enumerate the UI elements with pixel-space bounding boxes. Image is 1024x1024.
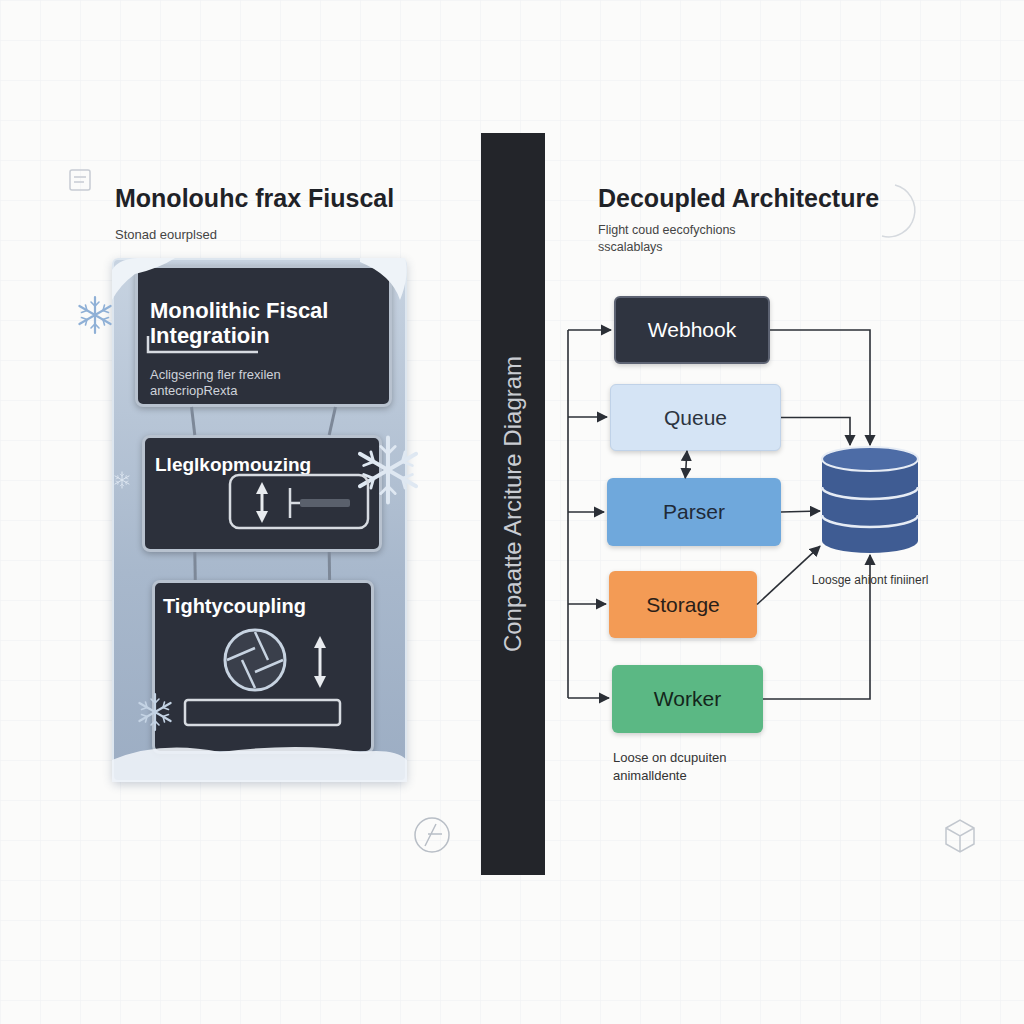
circle-icon [882,185,915,237]
connector [685,451,687,478]
connector [329,407,335,435]
bar-icon [185,700,340,725]
cylinder-outline [820,445,920,555]
node-subtext: Acligsering fler frexilen antecriopRexta [150,367,350,401]
node-title: Webhook [648,318,736,342]
frost [112,258,175,300]
section-subtitle: Flight coud eecofychions sscalablays [598,222,766,256]
cylinder-band [822,515,918,527]
node-title: Monolouhc frax Fiuscal [115,184,394,213]
node-subtext: Stonad eourplsed [115,227,217,242]
process-box: Webhook [614,296,770,364]
connector [781,511,820,512]
note-text: Loose on dcupuiten animalldente [613,749,763,784]
snowflake [360,438,416,503]
frost [360,258,407,300]
node-title: Monolithic Fiscal Integratioin [150,298,379,349]
slider-icon [290,488,350,518]
feeder-arrow [568,603,606,605]
process-box: Tightycoupling [152,580,374,754]
database-cylinder: Loosge ahiont finiinerl [820,445,920,555]
slider-bar [300,499,350,507]
snowflake [139,694,170,730]
updown-arrow [261,488,264,517]
frosted-panel: Monolouhc frax FiuscalStonad eourplsedMo… [112,258,407,782]
feeder-line [567,330,569,698]
doc-icon [70,170,90,190]
snowflake [115,472,129,488]
connector [192,407,195,435]
bracket-icon [148,336,258,352]
doc-icon-lines [74,177,86,182]
cylinder-band [822,487,918,499]
node-title: Tightycoupling [163,595,363,618]
node-title: Storage [646,593,720,617]
connector [193,552,196,580]
section-heading: Decoupled Architecture [598,184,958,213]
process-box: Queue [610,384,781,451]
feeder-arrow [568,416,607,418]
aperture-blades [227,632,283,688]
feeder-arrow [568,511,604,513]
node-title: Parser [663,500,725,524]
feeder-arrow [568,697,609,699]
node-title: Loosge ahiont finiinerl [775,573,965,587]
cube-icon [946,820,974,852]
snowflake [79,297,110,333]
node-title: Queue [664,406,727,430]
aperture-icon [225,630,285,690]
connector [763,555,870,699]
process-box: Worker [612,665,763,733]
process-box: Lleglkopmouzing [142,435,382,552]
circle-icon [415,818,449,852]
connector [757,546,820,604]
connector [770,330,870,445]
cylinder-top [822,447,918,471]
updown-arrow [319,642,322,682]
connector [328,552,331,580]
frame-icon [230,475,368,528]
frost [112,747,407,782]
node-title: Conpaatte Arciture Diagram [499,154,527,854]
connector [781,418,850,446]
icon-stroke [425,824,442,846]
process-box: Storage [609,571,757,638]
cylinder-body [822,447,918,553]
process-box: Monolithic Fiscal IntegratioinAcligserin… [135,265,392,407]
node-title: Worker [654,687,721,711]
process-box: Parser [607,478,781,546]
feeder-arrow [568,329,611,331]
node-title: Lleglkopmouzing [155,454,371,476]
divider-band: Conpaatte Arciture Diagram [481,133,545,875]
